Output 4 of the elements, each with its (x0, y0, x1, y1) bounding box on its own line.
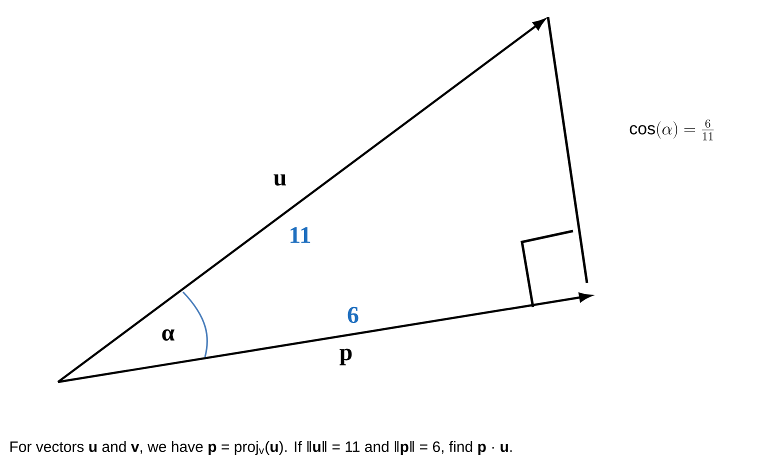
caption: For vectors u and v, we have p = proj$_{v}$(u). If ‖u‖ = 11 and ‖p‖ = 6, find p · u. (10, 441, 512, 455)
vector-label: u (274, 174, 286, 186)
formula: $\cos(\alpha) = \frac{6}{11}$ (630, 120, 714, 140)
length-label: 11 (290, 227, 310, 243)
